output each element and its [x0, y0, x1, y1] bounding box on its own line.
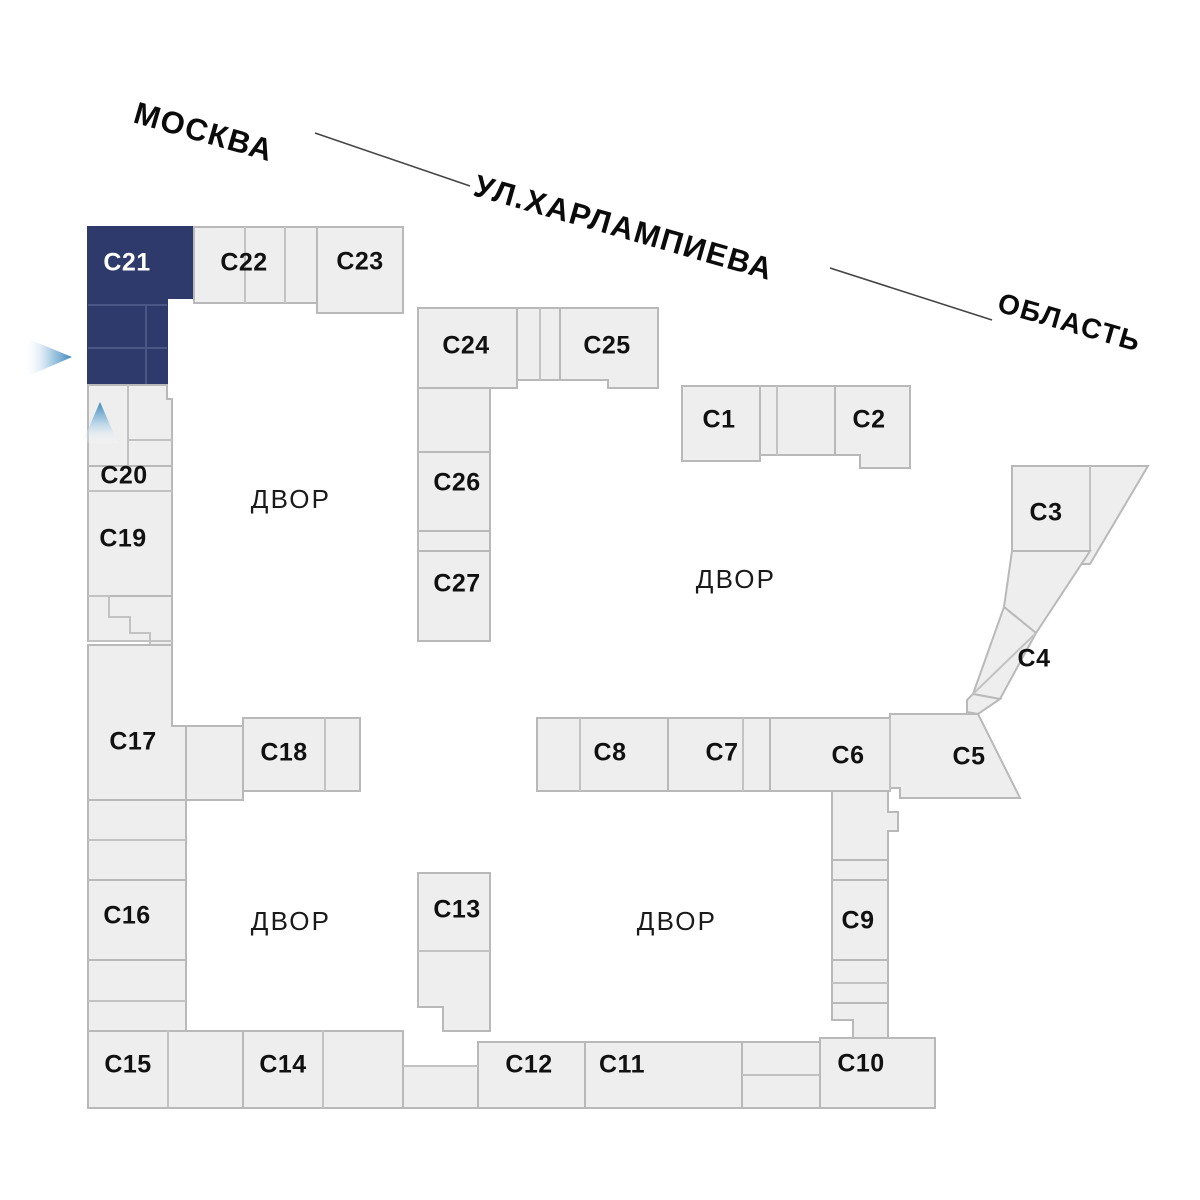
divider-step-profile: [88, 595, 172, 646]
street-leader-moskva: [314, 132, 471, 187]
block-label-C22: C22: [220, 249, 267, 277]
block-shape-C6[interactable]: [769, 717, 891, 792]
block-label-C6: C6: [832, 742, 865, 770]
block-shape-C26b[interactable]: [417, 530, 491, 552]
block-shape-C27[interactable]: [417, 550, 491, 642]
block-label-C8: C8: [594, 739, 627, 767]
block-shape-C1b[interactable]: [759, 385, 836, 456]
block-shape-C10[interactable]: [819, 1037, 936, 1109]
yard-label-sw: ДВОР: [251, 906, 331, 936]
street-label-moskva: МОСКВА: [130, 95, 278, 168]
yard-label-nw: ДВОР: [251, 484, 331, 514]
block-label-C26: C26: [433, 469, 480, 497]
block-shape-C9b[interactable]: [831, 959, 889, 1004]
block-shape-C1[interactable]: [681, 385, 761, 462]
block-label-C4: C4: [1018, 645, 1051, 673]
block-shape-C24[interactable]: [417, 307, 518, 389]
block-label-C16: C16: [103, 902, 150, 930]
block-shape-C2[interactable]: [834, 385, 911, 469]
block-label-C12: C12: [505, 1051, 552, 1079]
block-shape-C25[interactable]: [559, 307, 659, 389]
block-shape-C23[interactable]: [316, 226, 404, 314]
block-shape-C4b[interactable]: [966, 692, 1003, 716]
block-label-C10: C10: [837, 1050, 884, 1078]
block-shape-C24b[interactable]: [516, 307, 561, 381]
block-label-C20: C20: [100, 462, 147, 490]
block-label-C9: C9: [842, 907, 875, 935]
street-label-harlampieva: УЛ.ХАРЛАМПИЕВА: [470, 168, 777, 287]
block-label-C19: C19: [99, 525, 146, 553]
divider-C4-a: [972, 632, 1037, 695]
block-label-C11: C11: [599, 1051, 645, 1079]
yard-label-ne: ДВОР: [696, 564, 776, 594]
block-shape-C3[interactable]: [1011, 465, 1150, 565]
block-label-C15: C15: [104, 1051, 151, 1079]
block-label-C2: C2: [853, 406, 886, 434]
block-shape-C17b[interactable]: [185, 725, 244, 801]
block-label-C14: C14: [259, 1051, 306, 1079]
block-label-C3: C3: [1030, 499, 1063, 527]
block-shape-C18[interactable]: [242, 717, 361, 792]
block-shape-C13b[interactable]: [417, 950, 491, 1032]
block-shape-C17[interactable]: [87, 644, 187, 801]
block-label-C7: C7: [706, 739, 739, 767]
block-shape-left-strip-b[interactable]: [87, 959, 187, 1032]
block-shape-C24c[interactable]: [417, 387, 491, 453]
entrance-arrow-right-icon: [26, 338, 72, 377]
street-label-oblast: ОБЛАСТЬ: [994, 287, 1144, 357]
block-label-C1: C1: [703, 406, 736, 434]
block-shape-C6-stem2[interactable]: [831, 859, 889, 881]
block-shape-C21-ext[interactable]: [165, 226, 195, 299]
block-label-C23: C23: [336, 248, 383, 276]
block-label-C13: C13: [433, 896, 480, 924]
block-label-C27: C27: [433, 570, 480, 598]
block-label-C17: C17: [109, 728, 156, 756]
block-label-C21: C21: [103, 249, 150, 277]
block-label-C25: C25: [583, 332, 630, 360]
entrance-arrow-up-icon: [82, 402, 118, 443]
block-shape-C12[interactable]: [402, 1031, 479, 1109]
yard-label-se: ДВОР: [637, 906, 717, 936]
block-label-C18: C18: [260, 739, 307, 767]
block-shape-C9c[interactable]: [831, 1002, 889, 1039]
block-label-C5: C5: [953, 743, 986, 771]
block-label-C24: C24: [442, 332, 489, 360]
street-leader-oblast: [829, 267, 993, 321]
block-shape-C6-stem[interactable]: [831, 790, 899, 861]
